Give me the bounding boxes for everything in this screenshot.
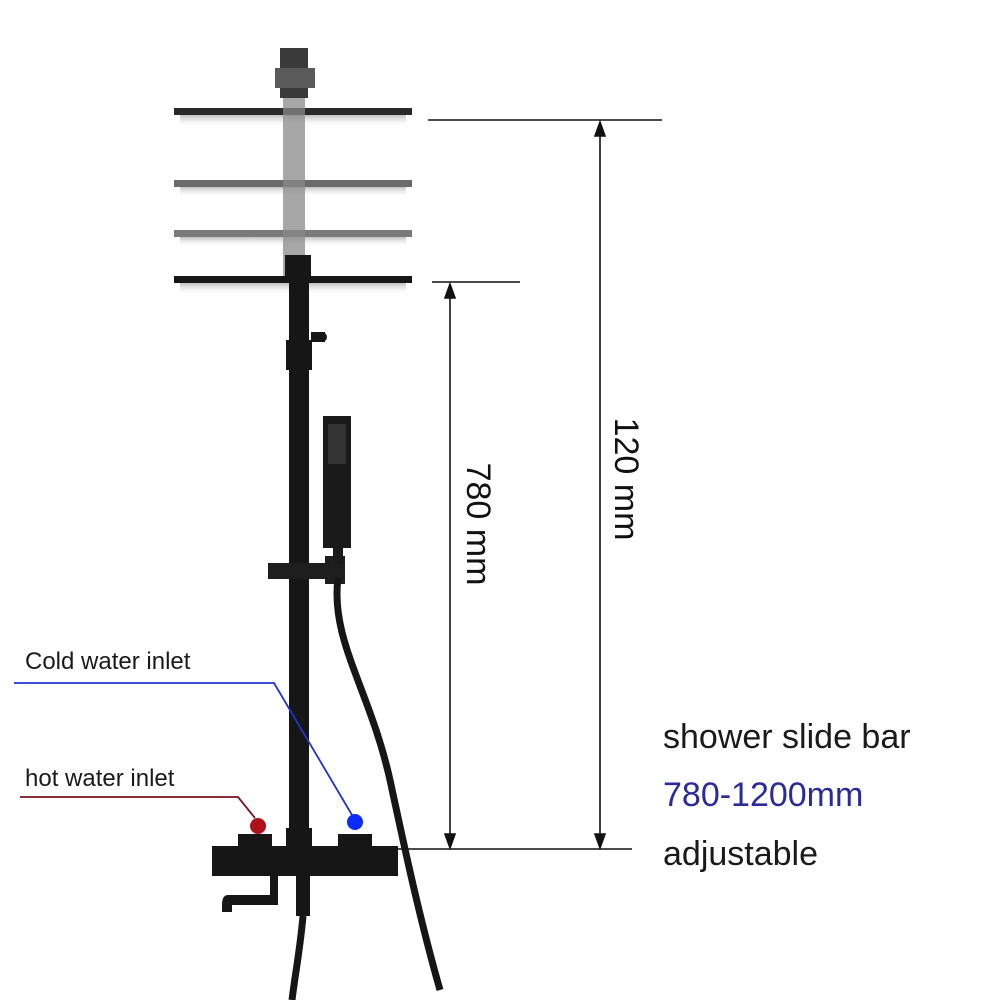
hot-inlet-leader <box>20 796 256 819</box>
riser-upper-ghost <box>283 98 305 276</box>
cold-water-inlet-label: Cold water inlet <box>25 648 191 675</box>
red-dot-icon <box>250 818 266 834</box>
riser-pipe <box>285 255 327 836</box>
riser-top-bracket <box>275 48 315 98</box>
dimension-1200 <box>428 119 662 851</box>
thermostatic-mixer <box>212 828 398 876</box>
hand-shower <box>323 416 351 564</box>
dimension-120-label: 120 mm <box>607 417 645 541</box>
hot-water-inlet-label: hot water inlet <box>25 765 175 792</box>
slide-bar-adjustable: adjustable <box>663 835 819 873</box>
slide-bar-title: shower slide bar <box>663 718 911 756</box>
blue-dot-icon <box>347 814 363 830</box>
tub-spout <box>222 876 278 912</box>
cold-inlet-leader <box>14 682 353 816</box>
shower-hose <box>333 577 444 991</box>
dimension-780 <box>432 281 520 851</box>
dimension-780-label: 780 mm <box>459 462 497 586</box>
hose-outlet <box>288 876 310 1000</box>
slide-bar-range: 780-1200mm <box>663 776 864 814</box>
